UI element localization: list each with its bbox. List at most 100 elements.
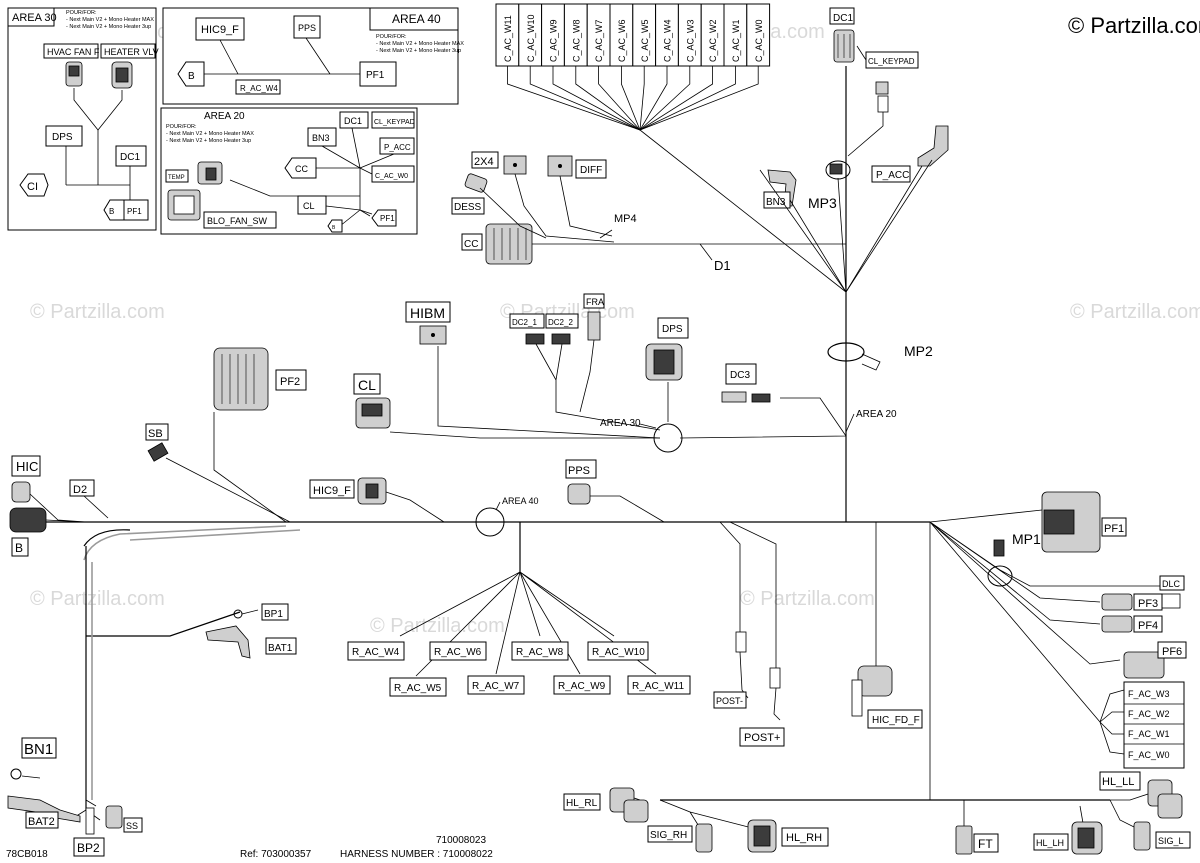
label-dc1: DC1 bbox=[120, 152, 140, 163]
label-r-ac-w9: R_AC_W9 bbox=[558, 681, 606, 692]
label-area30: AREA 30 bbox=[600, 418, 641, 429]
label-pps: PPS bbox=[568, 465, 590, 477]
label-ci: CI bbox=[27, 181, 38, 193]
label-racw4: R_AC_W4 bbox=[240, 84, 278, 93]
inset-note: POUR/FOR: bbox=[376, 34, 407, 40]
label-area20: AREA 20 bbox=[856, 409, 897, 420]
label-cc: CC bbox=[295, 164, 308, 174]
label-hic-fd-f: HIC_FD_F bbox=[872, 715, 920, 726]
footer-code: 78CB018 bbox=[6, 849, 48, 860]
label-cc: CC bbox=[464, 239, 478, 250]
c-ac-connector-label: C_AC_W7 bbox=[594, 19, 604, 62]
c-ac-connector-label: C_AC_W3 bbox=[685, 19, 695, 62]
label-pf6: PF6 bbox=[1162, 646, 1182, 658]
label-hl-lh: HL_LH bbox=[1036, 838, 1064, 848]
label-dc2-1: DC2_1 bbox=[512, 318, 537, 327]
c-ac-wire bbox=[639, 66, 668, 131]
label-pf2: PF2 bbox=[280, 376, 300, 388]
middle-components: HIBM DC2_1 DC2_2 FRA DPS AREA 30 DC3 ARE… bbox=[213, 293, 897, 523]
label-bp1: BP1 bbox=[264, 609, 283, 620]
top-center-components: 2X4 DIFF DESS CC MP4 D1 bbox=[451, 151, 846, 273]
label-f-ac-w2: F_AC_W2 bbox=[1128, 709, 1170, 719]
inset-title: AREA 30 bbox=[12, 12, 57, 24]
label-hvac-fan: HVAC FAN F bbox=[47, 47, 100, 57]
label-blo-fan-sw: BLO_FAN_SW bbox=[207, 216, 268, 226]
label-pf1: PF1 bbox=[366, 70, 385, 81]
label-hl-ll: HL_LL bbox=[1102, 776, 1134, 788]
label-cl-keypad: CL_KEYPAD bbox=[374, 119, 415, 126]
label-f-ac-w1: F_AC_W1 bbox=[1128, 729, 1170, 739]
c-ac-wire bbox=[598, 66, 641, 131]
footer-harness-number: HARNESS NUMBER : 710008022 bbox=[340, 849, 493, 860]
label-p-acc: P_ACC bbox=[384, 143, 411, 152]
inset-title: AREA 40 bbox=[392, 12, 441, 26]
watermark: © Partzilla.com bbox=[370, 615, 505, 637]
c-ac-connector-label: C_AC_W11 bbox=[503, 15, 513, 62]
label-d2: D2 bbox=[73, 484, 87, 496]
inset-note: - Next Main V2 + Mono Heater 3up bbox=[166, 138, 251, 144]
label-sb: SB bbox=[148, 428, 163, 440]
watermark: © Partzilla.com bbox=[1070, 301, 1200, 323]
label-dc2-2: DC2_2 bbox=[548, 318, 573, 327]
footer-ref: Ref: 703000357 bbox=[240, 849, 312, 860]
inset-area-20: AREA 20 POUR/FOR: - Next Main V2 + Mono … bbox=[160, 107, 418, 235]
left-components: SB HIC B D2 HIC9_F PPS AREA 40 bbox=[9, 423, 665, 557]
watermark: © Partzilla.com bbox=[30, 301, 165, 323]
c-ac-wire bbox=[639, 66, 645, 131]
inset-note: - Next Main V2 + Mono Heater MAX bbox=[166, 131, 254, 137]
footer-number-top: 710008023 bbox=[436, 835, 486, 846]
c-ac-connector-label: C_AC_W6 bbox=[617, 19, 627, 62]
label-r-ac-w5: R_AC_W5 bbox=[394, 683, 442, 694]
label-hibm: HIBM bbox=[410, 305, 445, 321]
label-temp: TEMP bbox=[168, 175, 185, 181]
label-cl-keypad: CL_KEYPAD bbox=[868, 57, 915, 66]
inset-title: AREA 20 bbox=[204, 111, 245, 122]
label-f-ac-w0: F_AC_W0 bbox=[1128, 750, 1170, 760]
c-ac-wire bbox=[529, 66, 641, 131]
inset-note: - Next Main V2 + Mono Heater MAX bbox=[376, 41, 464, 47]
c-ac-connector-label: C_AC_W4 bbox=[663, 19, 673, 62]
main-trunk: MP2 bbox=[639, 66, 933, 522]
label-bn3: BN3 bbox=[312, 133, 330, 143]
c-ac-wire bbox=[639, 66, 736, 131]
label-dps: DPS bbox=[52, 132, 73, 143]
label-heater-vlv: HEATER VLV bbox=[104, 47, 159, 57]
inset-note: - Next Main V2 + Mono Heater 3up bbox=[376, 48, 461, 54]
label-ss: SS bbox=[126, 821, 138, 831]
label-pf1: PF1 bbox=[1104, 523, 1124, 535]
label-post-plus: POST+ bbox=[744, 732, 780, 744]
label-2x4: 2X4 bbox=[474, 156, 494, 168]
label-mp4: MP4 bbox=[614, 213, 637, 225]
inset-area-40: AREA 40 POUR/FOR: - Next Main V2 + Mono … bbox=[162, 7, 464, 105]
c-ac-wire bbox=[621, 66, 641, 131]
label-b: B bbox=[332, 225, 336, 231]
label-dc1: DC1 bbox=[344, 116, 362, 126]
c-ac-connector-label: C_AC_W2 bbox=[708, 19, 718, 62]
label-pf1: PF1 bbox=[127, 207, 142, 216]
c-ac-wire bbox=[575, 66, 641, 131]
r-ac-connectors: R_AC_W4 R_AC_W6 R_AC_W8 R_AC_W10 R_AC_W5… bbox=[347, 522, 691, 697]
c-ac-wire bbox=[552, 66, 641, 131]
label-sig-rh: SIG_RH bbox=[650, 830, 687, 841]
label-r-ac-w7: R_AC_W7 bbox=[472, 681, 520, 692]
c-ac-connector-label: C_AC_W10 bbox=[526, 14, 536, 62]
label-area40: AREA 40 bbox=[502, 496, 539, 506]
label-bp2: BP2 bbox=[77, 841, 100, 855]
label-bat1: BAT1 bbox=[268, 643, 293, 654]
label-dess: DESS bbox=[454, 202, 482, 213]
c-ac-connector-label: C_AC_W1 bbox=[731, 19, 741, 62]
label-pf4: PF4 bbox=[1138, 620, 1158, 632]
right-components: HIC_FD_F PF1 MP1 DLC PF3 PF4 PF6 F_AC_W3… bbox=[851, 491, 1187, 800]
label-ft: FT bbox=[978, 837, 993, 851]
c-ac-connector-label: C_AC_W0 bbox=[754, 19, 764, 62]
label-hl-rl: HL_RL bbox=[566, 798, 598, 809]
label-b: B bbox=[109, 207, 114, 216]
c-ac-wire bbox=[639, 66, 691, 131]
label-r-ac-w6: R_AC_W6 bbox=[434, 647, 482, 658]
label-dc3: DC3 bbox=[730, 370, 750, 381]
inset-area-30: AREA 30 POUR/FOR: - Next Main V2 + Mono … bbox=[7, 7, 159, 231]
label-hic9f: HIC9_F bbox=[201, 24, 239, 36]
label-dc1: DC1 bbox=[833, 13, 853, 24]
c-ac-connector-label: C_AC_W8 bbox=[571, 19, 581, 62]
